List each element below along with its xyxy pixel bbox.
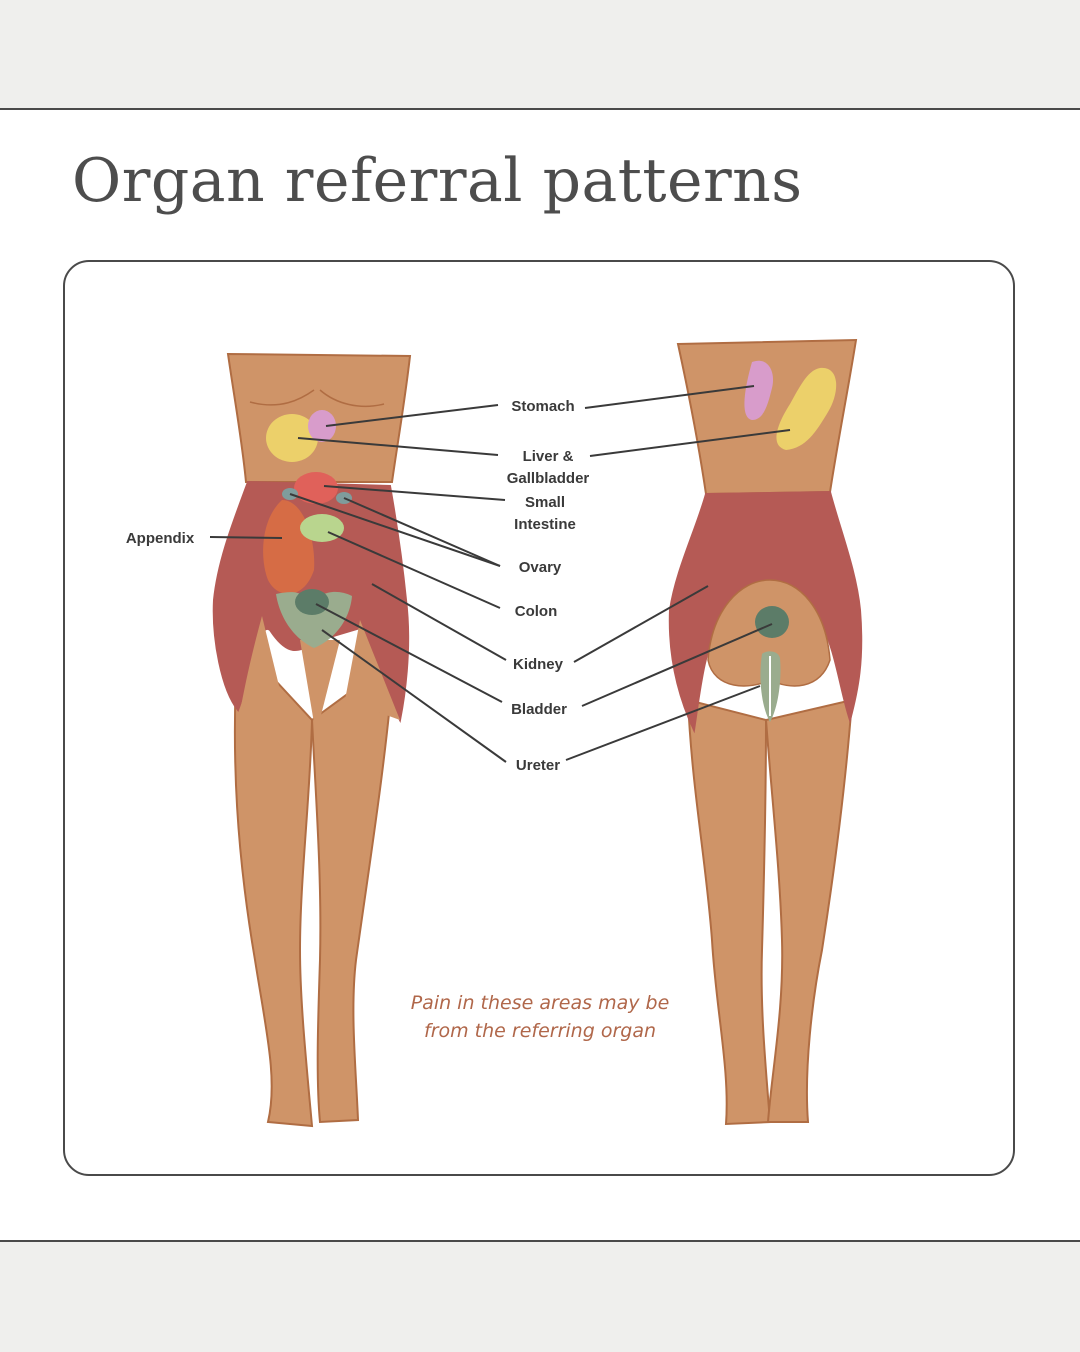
back-body-figure [668, 338, 863, 1126]
back-liver-zone [776, 367, 837, 450]
note-line1: Pain in these areas may be [411, 992, 670, 1014]
leader-lines [209, 385, 791, 763]
label-small-intestine-line2: Intestine [514, 516, 576, 533]
label-liver-line1: Liver & [523, 448, 574, 465]
front-liver-zone [266, 414, 318, 462]
diagram-card [63, 260, 1015, 1176]
front-bladder-zone [295, 589, 329, 615]
label-colon: Colon [515, 603, 558, 620]
note-line2: from the referring organ [424, 1020, 656, 1042]
label-appendix: Appendix [126, 530, 195, 547]
label-stomach: Stomach [511, 398, 574, 415]
label-kidney: Kidney [513, 656, 564, 673]
bottom-band [0, 1240, 1080, 1352]
front-colon-zone [300, 514, 344, 542]
label-ovary: Ovary [519, 559, 562, 576]
front-ureter-zone [276, 591, 352, 648]
label-ureter: Ureter [516, 757, 560, 774]
top-band [0, 0, 1080, 110]
label-bladder: Bladder [511, 701, 567, 718]
front-body-figure [212, 352, 412, 1128]
back-bladder-zone [755, 606, 789, 638]
front-stomach-zone [308, 410, 336, 442]
front-small-intestine-zone [294, 472, 338, 504]
label-small-intestine-line1: Small [525, 494, 565, 511]
page-title: Organ referral patterns [72, 146, 803, 216]
back-stomach-zone [744, 360, 774, 420]
label-liver-line2: Gallbladder [507, 470, 590, 487]
